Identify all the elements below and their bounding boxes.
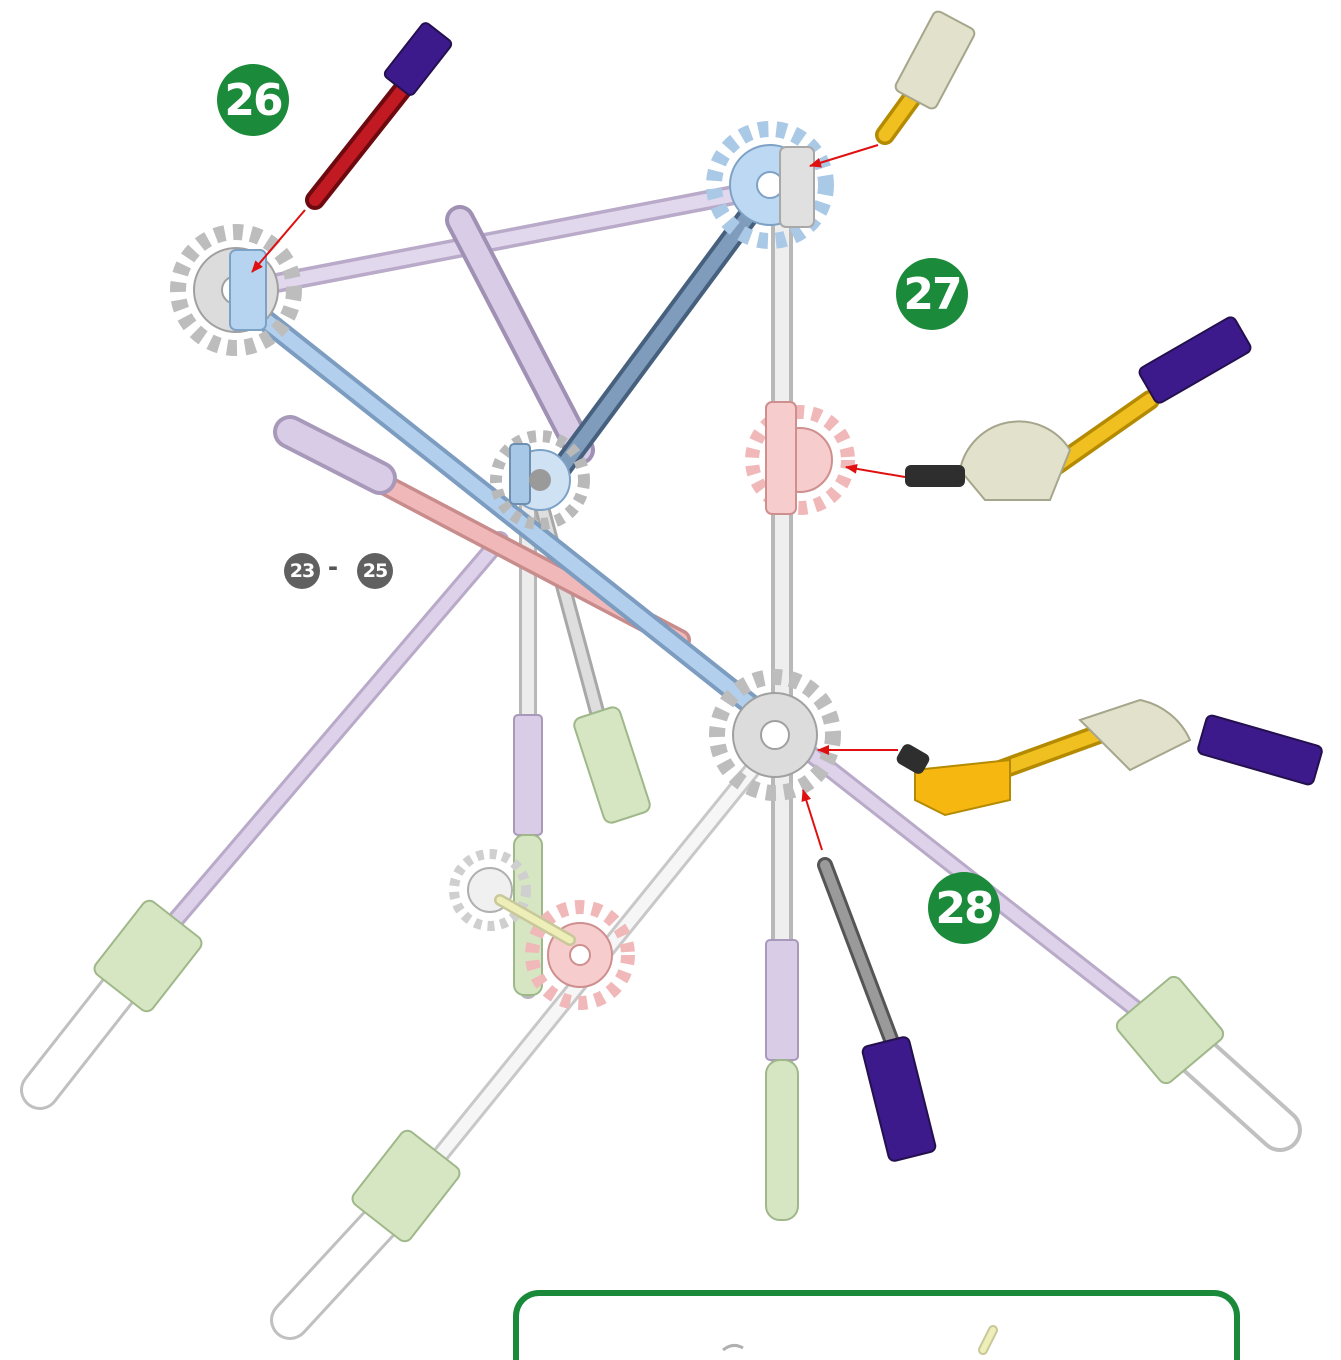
green-clip-center — [573, 706, 651, 824]
steel-blue-rod — [549, 189, 771, 481]
pink-hub-right — [745, 401, 855, 515]
previous-step-range-dash: - — [328, 550, 338, 583]
green-clip-bottom-left — [20, 899, 203, 1110]
white-half-hub — [449, 849, 576, 946]
step-27-badge: 27 — [896, 258, 968, 330]
step-26-badge: 26 — [217, 64, 289, 136]
hubs — [170, 121, 855, 1010]
blue-hub-center — [490, 430, 590, 530]
green-clip-bottom-right — [1115, 975, 1302, 1152]
step-28-part-right — [896, 698, 1323, 817]
previous-step-to-badge: 25 — [357, 553, 393, 589]
step-28-part-bottom — [817, 857, 937, 1162]
arrow-step-26 — [251, 209, 306, 273]
arrow-step-28-bottom — [801, 789, 823, 851]
arrow-step-27-top — [809, 144, 879, 168]
detail-inset-box — [513, 1290, 1240, 1360]
rods — [141, 169, 1159, 1221]
blue-hub-top-right — [706, 121, 834, 249]
end-pieces — [20, 899, 1302, 1340]
arrow-step-27-middle — [845, 463, 906, 478]
grey-hub-top-left — [170, 224, 302, 356]
inset-partial-part — [722, 1325, 998, 1355]
lavender-rod-top — [230, 180, 770, 300]
step-27-part-middle — [905, 316, 1252, 501]
grey-hub-lower-center — [709, 669, 841, 801]
lavender-rod-left — [141, 531, 509, 959]
step-28-badge: 28 — [928, 872, 1000, 944]
lavender-connector-back — [445, 205, 595, 465]
step-26-part-red-rod — [305, 22, 453, 210]
step-27-part-top — [875, 10, 976, 145]
green-clip-bottom — [270, 1129, 461, 1340]
previous-step-from-badge: 23 — [284, 553, 320, 589]
